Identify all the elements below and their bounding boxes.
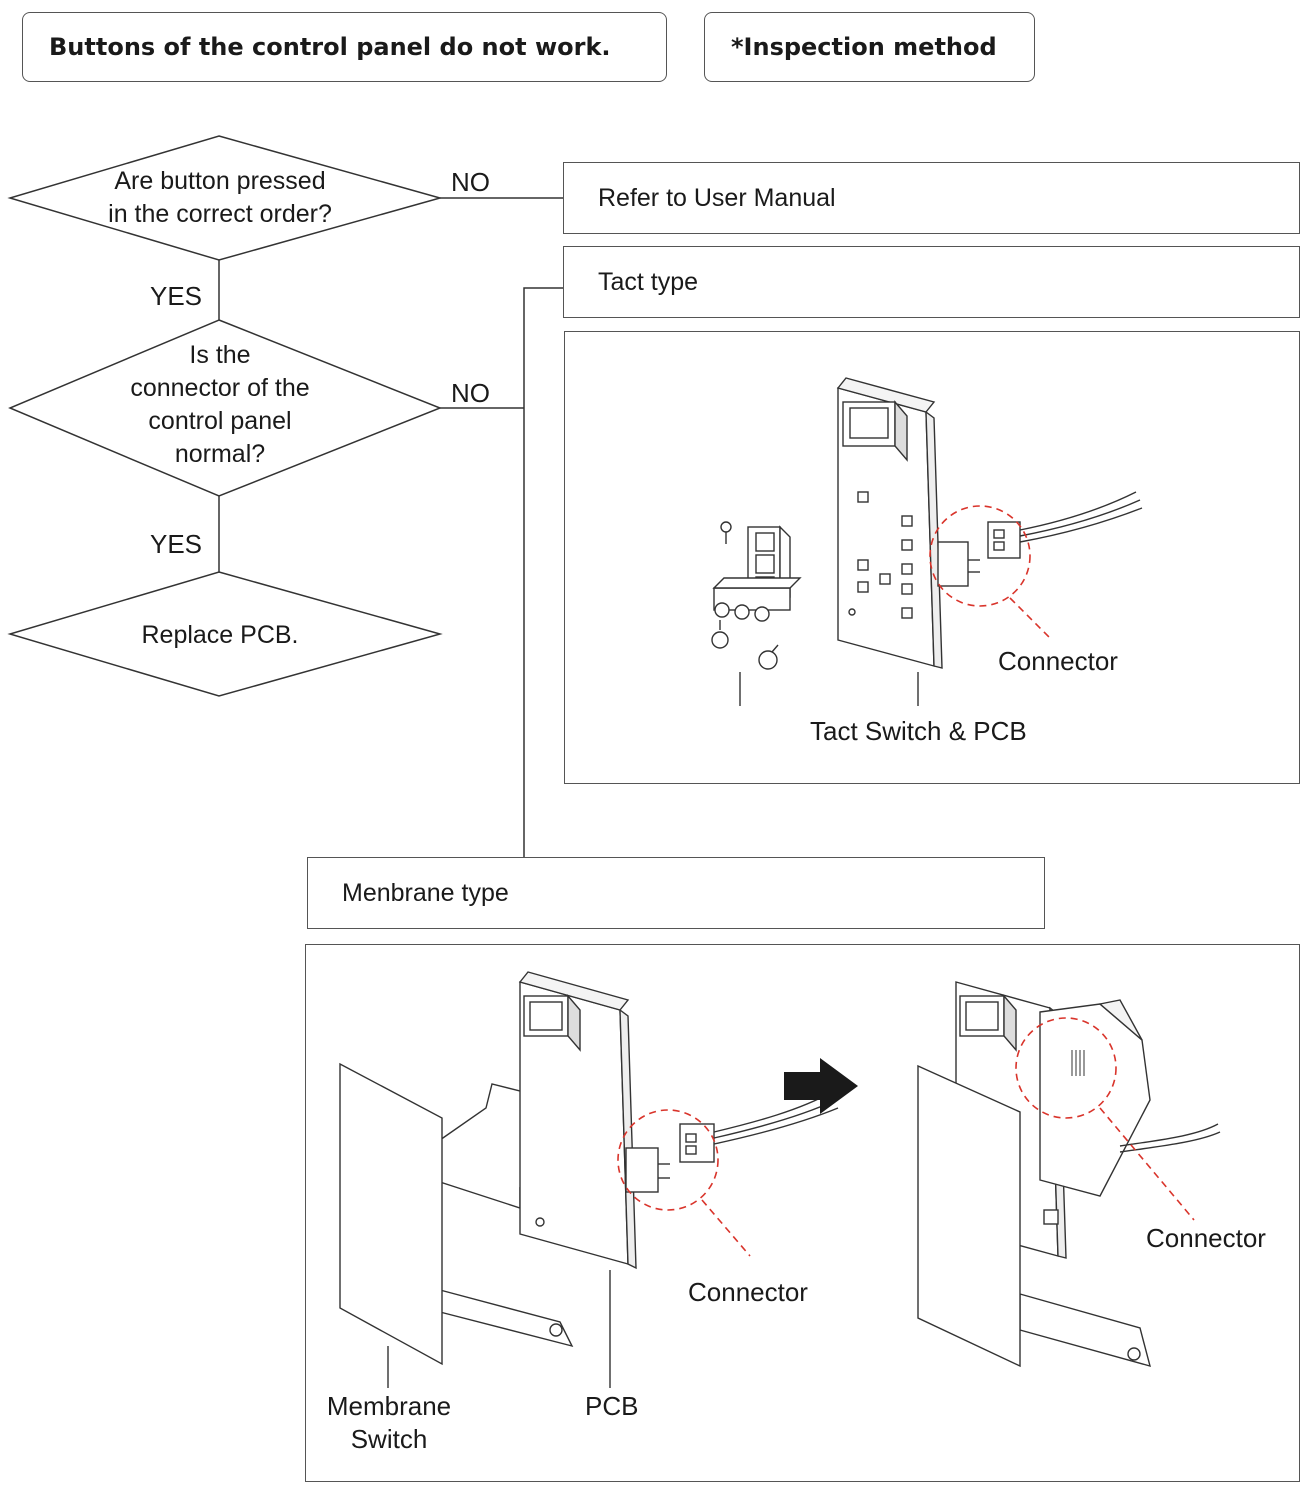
decision-q1-line2: in the correct order? — [108, 200, 332, 228]
membrane-pcb-label: PCB — [585, 1391, 639, 1421]
decision-q1-text: Are button pressed in the correct order? — [80, 165, 360, 231]
membrane-type-text: Menbrane type — [342, 878, 509, 907]
decision-q2-line1: Is the — [189, 341, 251, 369]
membrane-connector-highlight-left — [617, 1109, 751, 1257]
membrane-connector-highlight-right — [1015, 1017, 1195, 1221]
decision-q2-line2: connector of the — [130, 374, 310, 402]
user-manual-box: Refer to User Manual — [563, 162, 1300, 234]
tact-connector-label: Connector — [998, 646, 1118, 676]
membrane-connector-label-right: Connector — [1146, 1223, 1266, 1253]
membrane-switch-label-line1: Membrane — [326, 1391, 452, 1421]
decision-q2-line3: control panel — [148, 407, 292, 435]
no-label-2: NO — [451, 378, 490, 408]
tact-type-text: Tact type — [598, 267, 699, 296]
membrane-switch-illustration-right — [917, 981, 1221, 1368]
membrane-figure-panel — [305, 944, 1300, 1482]
decision-q1-line1: Are button pressed — [114, 167, 326, 195]
tact-switch-illustration — [711, 377, 1143, 670]
problem-title-box: Buttons of the control panel do not work… — [22, 12, 667, 82]
no-label-1: NO — [451, 167, 490, 197]
membrane-type-box: Menbrane type — [307, 857, 1045, 929]
membrane-switch-label-line2: Switch — [350, 1424, 428, 1454]
membrane-switch-label: Membrane Switch — [326, 1390, 452, 1456]
membrane-switch-illustration-left — [339, 971, 839, 1366]
tact-figure-panel — [564, 331, 1300, 784]
decision-q3-shape — [7, 571, 443, 697]
inspection-method-box: *Inspection method — [704, 12, 1035, 82]
tact-pcb-label: Tact Switch & PCB — [810, 716, 1027, 746]
yes-label-1: YES — [150, 281, 203, 311]
decision-q3-text: Replace PCB. — [141, 621, 299, 649]
yes-label-2: YES — [150, 529, 203, 559]
decision-q2-line4: normal? — [174, 440, 266, 468]
inspection-method-label: *Inspection method — [731, 33, 997, 61]
user-manual-text: Refer to User Manual — [598, 183, 836, 212]
problem-title: Buttons of the control panel do not work… — [49, 33, 611, 61]
decision-q2-text: Is the connector of the control panel no… — [80, 339, 360, 471]
tact-connector-highlight — [929, 505, 1053, 641]
tact-type-box: Tact type — [563, 246, 1300, 318]
transition-arrow — [784, 1058, 858, 1114]
membrane-connector-label-left: Connector — [688, 1277, 808, 1307]
